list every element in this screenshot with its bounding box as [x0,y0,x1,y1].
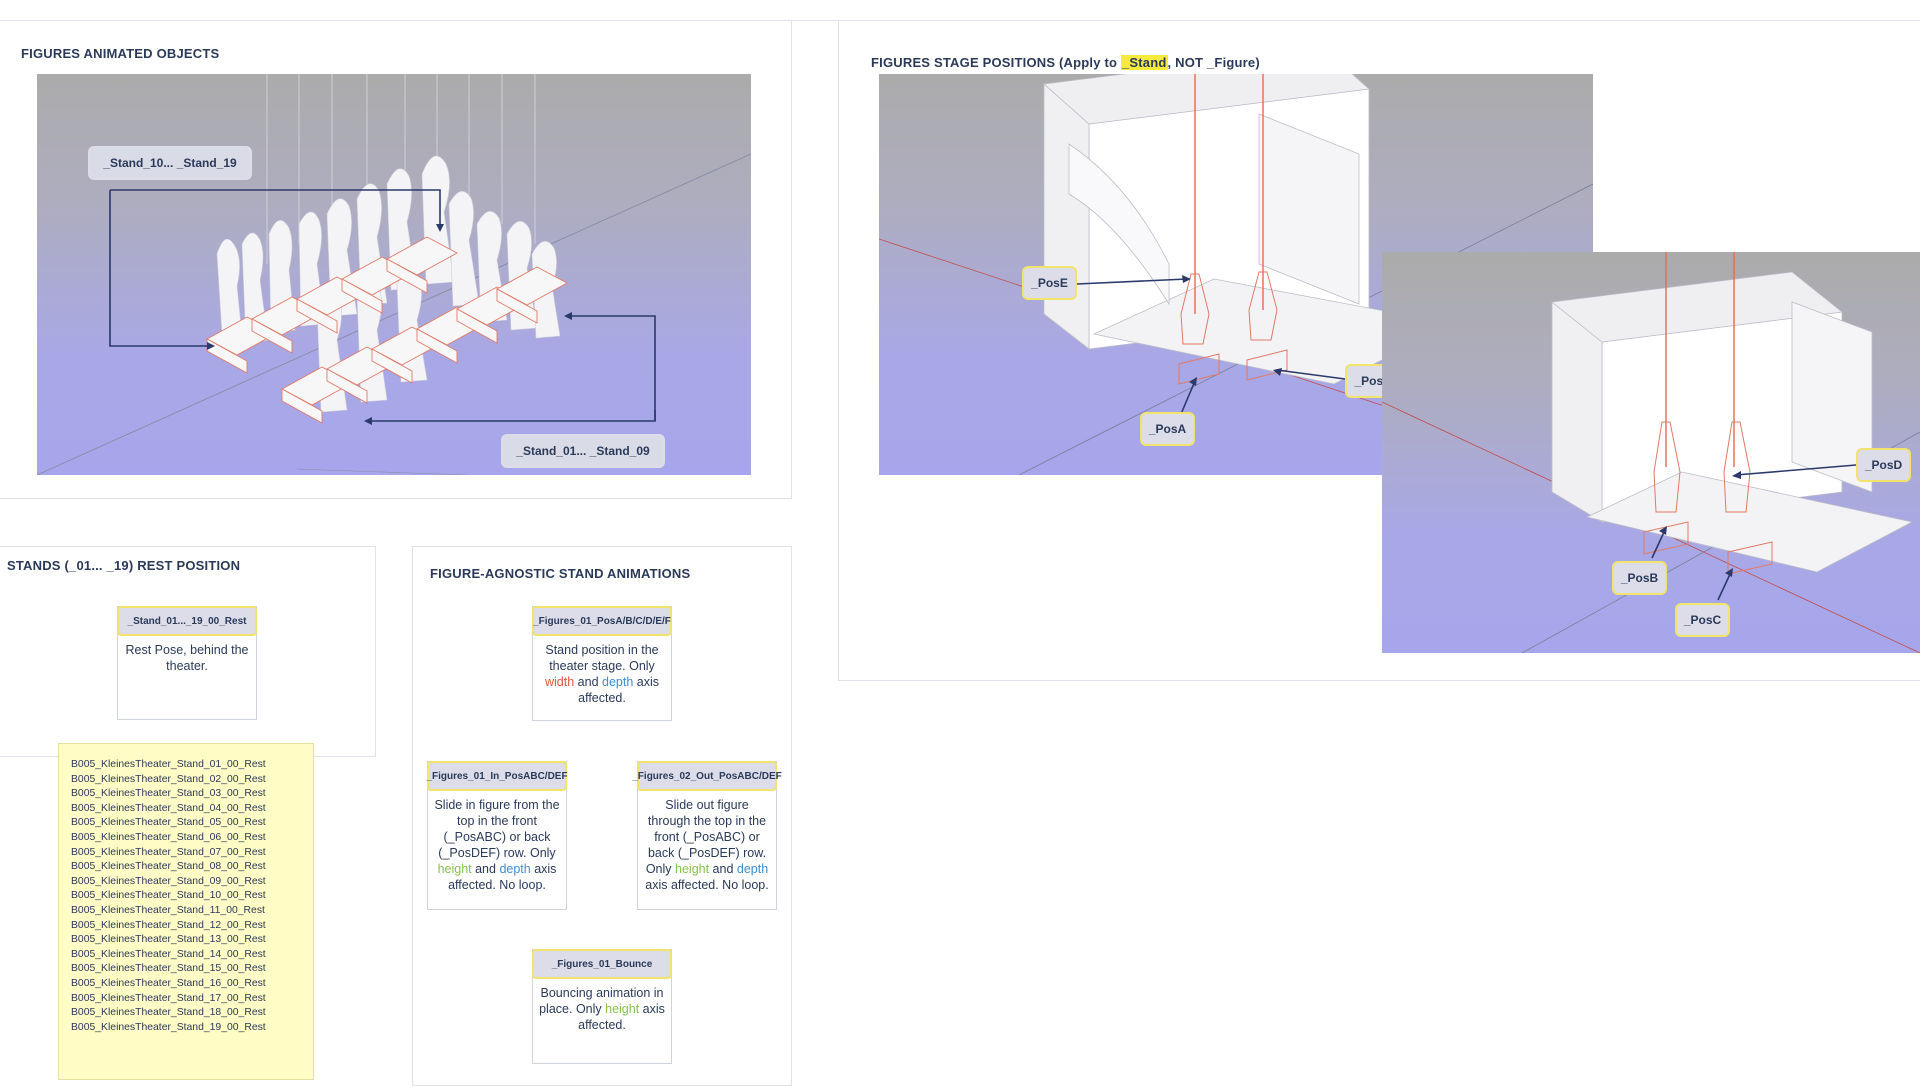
label-stand-01-09: _Stand_01... _Stand_09 [501,434,665,468]
card-slide-out: _Figures_02_Out_PosABC/DEF Slide out fig… [632,761,782,910]
text-span: and [574,675,602,689]
text-span: height [675,862,710,876]
text-span: and [709,862,737,876]
card-positions-body: Stand position in the theater stage. Onl… [533,636,671,712]
text-span: Slide out figure through the top in the … [645,798,767,876]
panel-title-agnostic: FIGURE-AGNOSTIC STAND ANIMATIONS [430,566,691,581]
card-slide-in-title: _Figures_01_In_PosABC/DEF [426,761,568,791]
card-rest: _Stand_01..._19_00_Rest Rest Pose, behin… [117,606,257,720]
rest-list-item: B005_KleinesTheater_Stand_17_00_Rest [71,992,266,1004]
pos-c-label: _PosC [1675,603,1730,637]
rest-list-item: B005_KleinesTheater_Stand_07_00_Rest [71,846,266,858]
rest-list-item: B005_KleinesTheater_Stand_15_00_Rest [71,963,266,975]
rest-list-item: B005_KleinesTheater_Stand_16_00_Rest [71,977,266,989]
rest-list-item: B005_KleinesTheater_Stand_09_00_Rest [71,875,266,887]
rest-list-item: B005_KleinesTheater_Stand_08_00_Rest [71,861,266,873]
text-span: depth [602,675,634,689]
rest-list-item: B005_KleinesTheater_Stand_02_00_Rest [71,773,266,785]
text-span: Slide in figure from the top in the fron… [434,798,560,860]
pos-e-label: _PosE [1022,266,1077,300]
rest-list-item: B005_KleinesTheater_Stand_04_00_Rest [71,802,266,814]
rest-list-item: B005_KleinesTheater_Stand_10_00_Rest [71,890,266,902]
panel-title-stage: FIGURES STAGE POSITIONS (Apply to _Stand… [871,55,1260,70]
text-span: axis affected. [578,675,659,705]
text-span: depth [499,862,531,876]
text-span: axis affected. No loop. [448,862,557,892]
card-slide-in-body: Slide in figure from the top in the fron… [428,791,566,899]
rest-list-item: B005_KleinesTheater_Stand_11_00_Rest [71,904,265,916]
rest-list-item: B005_KleinesTheater_Stand_03_00_Rest [71,788,266,800]
rest-list-item: B005_KleinesTheater_Stand_14_00_Rest [71,948,266,960]
pos-d-label: _PosD [1856,448,1911,482]
theater-render-front [1382,252,1920,653]
text-span: and [471,862,500,876]
card-bounce-body: Bouncing animation in place. Only height… [533,979,671,1039]
rest-list-item: B005_KleinesTheater_Stand_18_00_Rest [71,1007,266,1019]
rest-list-item: B005_KleinesTheater_Stand_13_00_Rest [71,934,266,946]
label-stand-10-19: _Stand_10... _Stand_19 [88,146,252,180]
text-span: Bouncing animation in place. Only [539,986,664,1016]
panel-title-animated: FIGURES ANIMATED OBJECTS [21,46,220,61]
card-rest-title: _Stand_01..._19_00_Rest [117,606,257,636]
animated-objects-viewport [37,74,751,475]
rest-list-item: B005_KleinesTheater_Stand_12_00_Rest [71,919,266,931]
text-span: depth [736,862,769,876]
stage-title-prefix: FIGURES STAGE POSITIONS (Apply to [871,55,1121,70]
card-positions-title: _Figures_01_PosA/B/C/D/E/F [532,606,672,636]
card-bounce: _Figures_01_Bounce Bouncing animation in… [532,949,672,1064]
text-span: Stand position in the theater stage. Onl… [545,643,659,673]
card-positions: _Figures_01_PosA/B/C/D/E/F Stand positio… [532,606,672,721]
text-span: width [545,675,575,689]
rest-list-item: B005_KleinesTheater_Stand_19_00_Rest [71,1021,266,1033]
card-slide-out-body: Slide out figure through the top in the … [638,791,776,899]
stage-title-highlight: _Stand [1120,55,1168,70]
panel-title-rest: STANDS (_01... _19) REST POSITION [7,558,241,573]
pos-a-label: _PosA [1140,412,1195,446]
rest-list-item: B005_KleinesTheater_Stand_05_00_Rest [71,817,266,829]
stage-title-suffix: , NOT _Figure) [1167,55,1260,70]
card-slide-in: _Figures_01_In_PosABC/DEF Slide in figur… [426,761,568,910]
pos-b-label: _PosB [1612,561,1667,595]
stands-figures-render [37,74,751,475]
card-slide-out-title: _Figures_02_Out_PosABC/DEF [632,761,782,791]
text-span: height [437,862,472,876]
rest-list-item: B005_KleinesTheater_Stand_01_00_Rest [71,759,266,770]
card-bounce-title: _Figures_01_Bounce [532,949,672,979]
text-span: axis affected. No loop. [645,878,769,892]
text-span: axis affected. [578,1002,665,1032]
text-span: height [605,1002,640,1016]
theater-render-back [879,74,1593,475]
card-rest-body: Rest Pose, behind the theater. [125,643,249,673]
rest-list-item: B005_KleinesTheater_Stand_06_00_Rest [71,831,266,843]
